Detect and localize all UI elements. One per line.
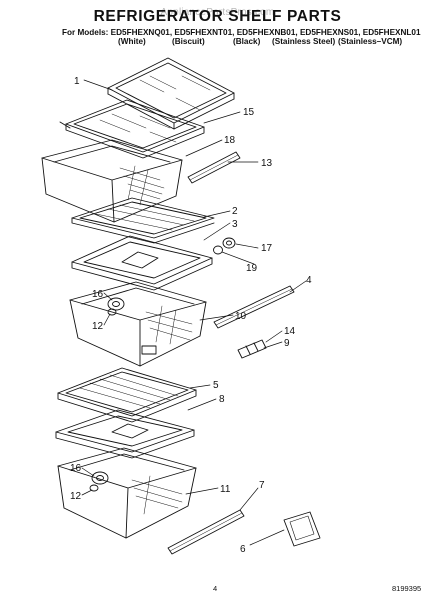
callout-2: 2 [232,206,238,217]
part-13-rail [187,151,241,184]
callout-4: 4 [306,275,312,286]
leader-lines [81,79,307,546]
callout-10: 10 [235,311,247,322]
variant-white: (White) [118,37,146,46]
callout-6: 6 [240,544,246,555]
callout-15: 15 [243,107,255,118]
callout-1: 1 [74,76,80,87]
callout-9: 9 [284,338,290,349]
watermark: AppliancePartsPros.com [160,7,275,18]
callout-14: 14 [284,326,296,337]
callout-12a: 12 [92,321,104,332]
models-line: For Models: ED5FHEXNQ01, ED5FHEXNT01, ED… [62,28,421,37]
callout-16a: 16 [92,289,104,300]
part-6-cover [283,511,321,547]
document-number: 8199395 [392,584,422,593]
callout-5: 5 [213,380,219,391]
part-4-rail [213,285,295,329]
variant-biscuit: (Biscuit) [172,37,205,46]
page-number: 4 [213,584,218,593]
part-1-top-glass-shelf [107,57,235,130]
part-3-shelf-frame [71,235,213,291]
part-15-glass-shelf [59,99,205,159]
part-2-shelf [71,197,215,244]
part-5-shelf [57,367,197,423]
callout-13: 13 [261,158,273,169]
callout-18: 18 [224,135,236,146]
part-7-rail [167,509,245,555]
callout-8: 8 [219,394,225,405]
part-14-9-bracket [237,339,267,359]
callout-12b: 12 [70,491,82,502]
callout-17: 17 [261,243,273,254]
part-10-crisper-drawer [69,281,207,367]
callout-11: 11 [220,484,231,495]
variant-stainless-steel: (Stainless Steel) [272,37,336,46]
callout-19: 19 [246,263,258,274]
part-17-19-caps [213,237,236,255]
part-16-12-knob-upper [107,297,125,316]
callout-7: 7 [259,480,265,491]
variant-black: (Black) [233,37,261,46]
page-title: REFRIGERATOR SHELF PARTS [93,8,342,25]
part-18-crisper-drawer [41,139,183,223]
callout-numbers: 1 15 18 13 2 3 17 19 4 16 12 10 14 9 5 8… [70,76,312,555]
variant-stainless-vcm: (Stainless–VCM) [338,37,403,46]
part-8-shelf-frame [55,409,195,459]
callout-3: 3 [232,219,238,230]
callout-16b: 16 [70,463,82,474]
